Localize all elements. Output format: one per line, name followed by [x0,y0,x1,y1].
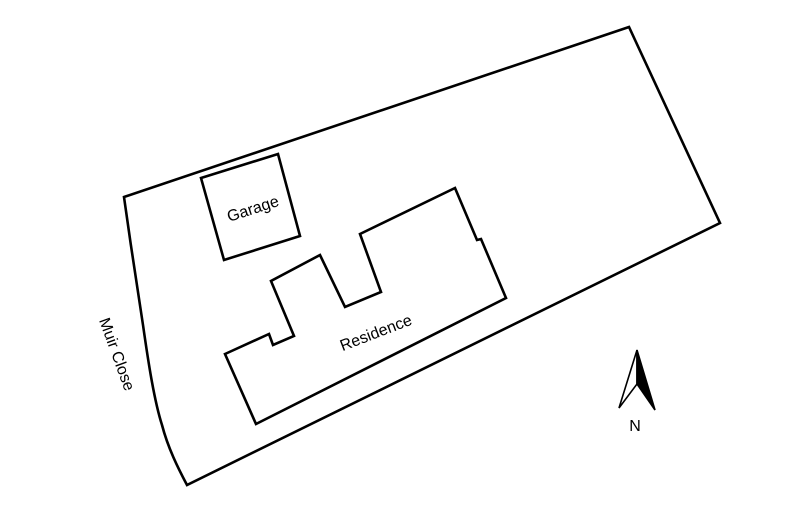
property-boundary [122,25,722,487]
street-label: Muir Close [95,316,137,394]
residence-outline [223,186,508,426]
north-arrow-icon [618,349,656,411]
north-label: N [629,418,641,435]
garage-outline [199,152,302,262]
garage-label: Garage [225,193,281,226]
